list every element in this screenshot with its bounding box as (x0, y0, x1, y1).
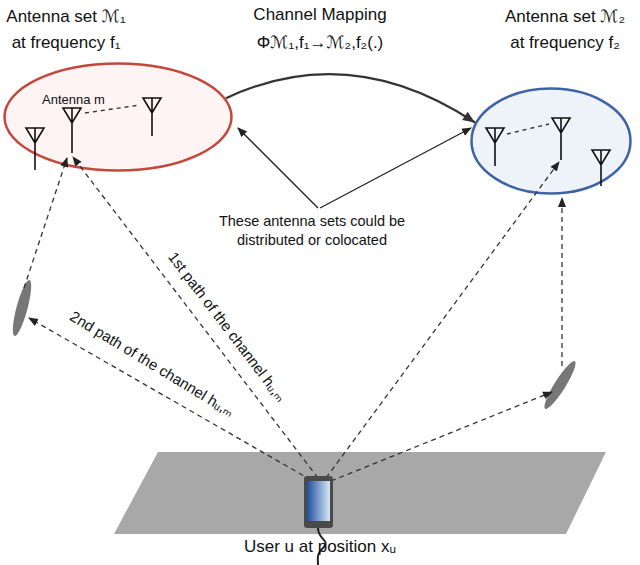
dotted-link (507, 124, 549, 134)
note-text: These antenna sets could be distributed … (212, 212, 412, 250)
antenna-symbol (26, 128, 44, 170)
edge-label: Channel Mapping (200, 4, 440, 26)
channel-path (29, 318, 311, 480)
antenna-set-ellipse: Antenna set ℳ₂ at frequency f₂ (470, 87, 632, 195)
antenna-symbol (552, 118, 570, 160)
pointer-arrow (238, 128, 318, 208)
arrow-head (462, 112, 475, 123)
ellipse-shape (472, 89, 631, 194)
antenna-symbol (486, 128, 504, 166)
phone-cable (318, 528, 326, 565)
phone-body (304, 476, 333, 528)
antenna-label: Antenna m (42, 92, 122, 108)
antenna-symbol (143, 98, 161, 136)
pointer-arrow (320, 128, 471, 208)
channel-path (24, 158, 67, 288)
mapping-formula: Φℳ₁,f₁→ℳ₂,f₂(.) (200, 32, 440, 54)
channel-path (326, 162, 559, 478)
set-heading: Antenna set ℳ₁ at frequency f₁ (0, 4, 132, 56)
set-heading: Antenna set ℳ₂ at frequency f₂ (499, 4, 631, 56)
ellipse-outline (470, 87, 632, 195)
antenna-symbol (63, 108, 81, 153)
channel-path (73, 157, 318, 478)
antenna-set-ellipse: Antenna set ℳ₁ at frequency f₁Antenna m (3, 62, 233, 172)
mapping-arrow (226, 74, 475, 122)
user-label: User u at position xᵤ (160, 536, 480, 558)
path-label: 2nd path of the channel hᵤ,ₘ (36, 289, 268, 439)
reflector (9, 279, 35, 338)
path-label: 1st path of the channel hᵤ,ₘ (141, 218, 313, 436)
ellipse-outline (3, 62, 233, 172)
ellipse-shape (5, 64, 232, 171)
channel-path (331, 392, 552, 481)
phone-screen (307, 481, 330, 521)
antenna-symbol (592, 150, 610, 186)
channel-path (561, 198, 562, 366)
ground-plane (114, 452, 606, 534)
dotted-link (85, 105, 140, 113)
reflector (540, 358, 579, 411)
mapping-curve (226, 74, 475, 122)
